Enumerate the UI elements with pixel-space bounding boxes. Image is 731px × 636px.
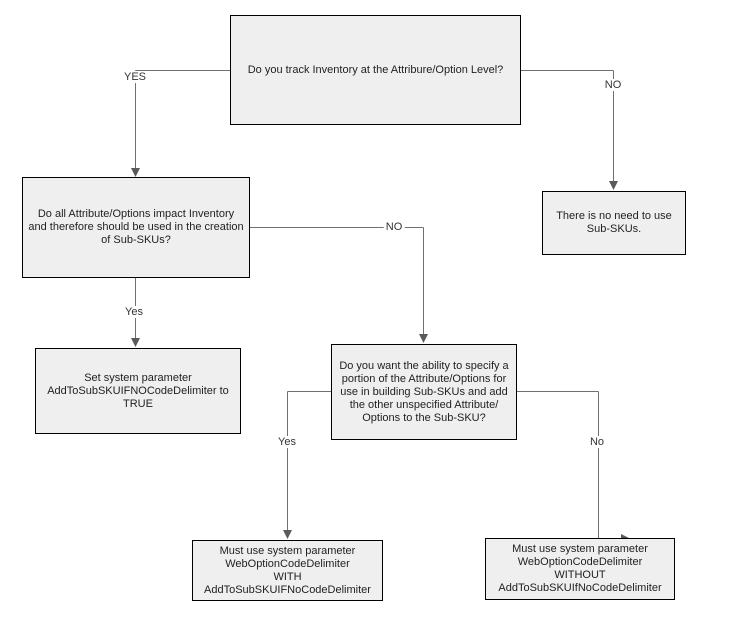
arrowhead-down-icon (131, 338, 140, 347)
edge-track-no-line (521, 70, 614, 182)
edge-label-all-yes: Yes (123, 306, 145, 318)
node-use-with-delimiter: Must use system parameter WebOptionCodeD… (192, 540, 383, 601)
edge-label-track-no: NO (602, 79, 624, 91)
node-track-inventory-text: Do you track Inventory at the Attribure/… (247, 63, 504, 76)
arrowhead-down-icon (283, 530, 292, 539)
arrowhead-down-icon (131, 168, 140, 177)
node-use-without-delimiter: Must use system parameter WebOptionCodeD… (485, 538, 675, 600)
node-specify-portion-text: Do you want the ability to specify a por… (339, 359, 509, 424)
node-all-attributes-impact-question: Do all Attribute/Options impact Inventor… (22, 177, 250, 278)
node-no-need-subskus-text: There is no need to use Sub-SKUs. (556, 210, 672, 235)
node-use-without-delimiter-text: Must use system parameter WebOptionCodeD… (498, 543, 662, 594)
edge-all-no-line (250, 227, 424, 335)
edge-label-all-no: NO (383, 221, 405, 233)
edge-specify-yes-line (287, 391, 331, 531)
node-set-parameter-true: Set system parameter AddToSubSKUIFNOCode… (35, 348, 241, 434)
edge-label-track-yes: YES (121, 71, 149, 83)
node-set-parameter-true-text: Set system parameter AddToSubSKUIFNOCode… (47, 371, 229, 410)
node-use-with-delimiter-text: Must use system parameter WebOptionCodeD… (204, 544, 371, 596)
edge-specify-no-line (517, 391, 622, 539)
arrowhead-down-icon (419, 334, 428, 343)
node-specify-portion-question: Do you want the ability to specify a por… (331, 344, 517, 440)
edge-label-specify-no: No (587, 436, 607, 448)
edge-track-yes-line (135, 70, 230, 169)
node-track-inventory-question: Do you track Inventory at the Attribure/… (230, 15, 521, 125)
edge-label-specify-yes: Yes (276, 436, 298, 448)
node-all-attributes-impact-text: Do all Attribute/Options impact Inventor… (28, 208, 244, 246)
arrowhead-down-icon (609, 181, 618, 190)
node-no-need-subskus: There is no need to use Sub-SKUs. (542, 191, 686, 255)
